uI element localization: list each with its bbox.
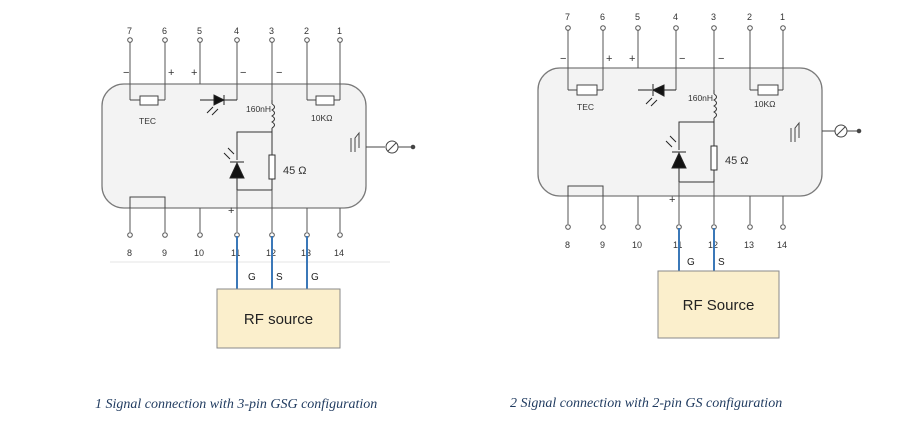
left-inductor [236,100,275,160]
pin-label: 5 [197,26,202,36]
minus-sign: − [679,53,685,65]
rf-pin-label: S [718,257,725,268]
pin-label: 7 [565,12,570,22]
left-tec [130,95,165,106]
pin-label: 13 [744,240,754,250]
pin-label: 4 [234,26,239,36]
pin-label: 10 [632,240,642,250]
pin-label: 6 [162,26,167,36]
left-rf-source-box [216,288,341,349]
left-schematic: 7 6 5 4 3 2 1 − + + − − TEC [101,26,416,349]
plus-sign: + [228,205,234,217]
right-top-pin-numbers: 7 6 5 4 3 2 1 [565,12,785,22]
left-thermistor [307,95,340,106]
minus-sign: − [240,67,246,79]
resistor-label: 45 Ω [283,165,307,177]
pin-label: 1 [780,12,785,22]
pin-label: 5 [635,12,640,22]
plus-sign: + [191,67,197,79]
right-resistor [679,122,718,183]
right-caption: 2 Signal connection with 2-pin GS config… [510,396,783,411]
right-bottom-pin-numbers: 8 9 10 11 12 13 14 [565,240,787,250]
plus-sign: + [606,53,612,65]
right-laser-diode [665,135,687,182]
thermistor-label: 10KΩ [311,113,332,123]
minus-sign: − [560,53,566,65]
minus-sign: − [123,67,129,79]
pin-label: 6 [600,12,605,22]
left-caption: 1 Signal connection with 3-pin GSG confi… [95,397,378,412]
left-rf-lines [236,236,308,289]
pin-label: 8 [565,240,570,250]
rf-pin-label: G [311,272,319,283]
right-inductor [678,90,717,150]
right-package-body [537,67,823,197]
left-top-pin-numbers: 7 6 5 4 3 2 1 [127,26,342,36]
pin-label: 9 [162,248,167,258]
pin-label: 3 [711,12,716,22]
right-top-pin-leads [565,25,786,90]
rf-pin-label: G [248,272,256,283]
left-laser-diode [223,147,245,190]
pin-label: 2 [304,26,309,36]
tec-label: TEC [139,116,156,126]
pin-label: 11 [231,248,240,258]
minus-sign: − [718,53,724,65]
plus-sign: + [669,194,675,206]
right-schematic: 7 6 5 4 3 2 1 − + + − − TEC [537,12,862,339]
pin-label: 11 [673,240,682,250]
left-monitor-photodiode [200,94,237,116]
rf-source-label: RF source [244,311,313,328]
pin-label: 1 [337,26,342,36]
thermistor-label: 10KΩ [754,99,775,109]
pin-label: 3 [269,26,274,36]
left-package-body [101,83,367,209]
right-monitor-photodiode [638,84,676,107]
resistor-label: 45 Ω [725,155,749,167]
pin-label: 2 [747,12,752,22]
rf-pin-label: S [276,272,283,283]
tec-label: TEC [577,102,594,112]
minus-sign: − [276,67,282,79]
right-rf-output [790,121,862,142]
left-bottom-pin-numbers: 8 9 10 11 12 13 14 [127,248,344,258]
left-top-pin-leads [127,37,343,100]
pin-label: 9 [600,240,605,250]
left-resistor [237,132,276,191]
left-bottom-pin-leads [127,190,343,238]
pin-label: 10 [194,248,204,258]
pin-label: 8 [127,248,132,258]
pin-label: 14 [334,248,344,258]
pin-label: 4 [673,12,678,22]
pin-label: 14 [777,240,787,250]
pin-label: 7 [127,26,132,36]
right-rf-lines [678,228,715,271]
right-rf-source-box [657,270,780,339]
rf-source-label: RF Source [683,297,755,314]
left-rf-output [350,131,416,154]
right-tec [568,84,603,96]
right-thermistor [750,84,783,96]
plus-sign: + [168,67,174,79]
plus-sign: + [629,53,635,65]
rf-pin-label: G [687,257,695,268]
inductor-label: 160nH [688,93,713,103]
inductor-label: 160nH [246,104,271,114]
